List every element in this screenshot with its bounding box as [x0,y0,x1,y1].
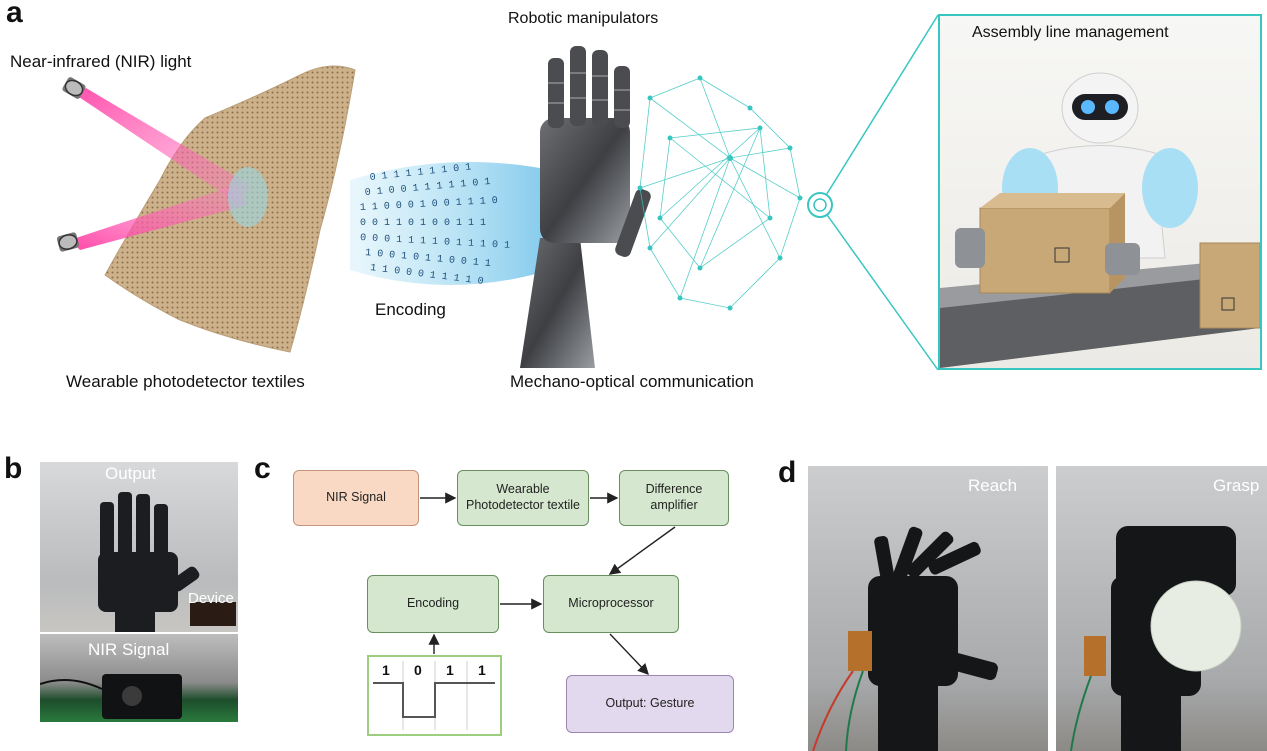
microprocessor-box-label: Microprocessor [568,596,654,611]
zoom-connector [807,14,939,371]
robotic-hand-illustration [520,46,803,368]
nir-signal-box-label: NIR Signal [326,490,386,505]
nir-beam-lower [70,185,248,250]
robotic-manipulators-label: Robotic manipulators [508,10,659,27]
photo-reach-label: Reach [968,476,1018,495]
textiles-label: Wearable photodetector textiles [66,372,305,391]
arrow-amplifier-to-microprocessor [608,526,676,575]
panel-letter-a: a [6,0,23,29]
panel-letter-c: c [254,452,271,485]
nir-beam-upper [76,88,250,205]
microprocessor-box: Microprocessor [543,575,679,633]
photo-nir-signal-label: NIR Signal [88,640,170,659]
binary-stream: 0 1 1 1 1 1 1 0 1 0 1 0 0 1 1 1 1 1 0 1 … [350,162,550,288]
bit-waveform [373,661,495,730]
photo-device-label: Device [188,590,234,607]
assembly-line-label: Assembly line management [972,24,1169,41]
cardboard-box [1199,242,1260,329]
encoding-box-label: Encoding [406,596,460,611]
robot-hand-reach [812,526,998,751]
textile-line1: Wearable [496,482,550,497]
textile-line2: Photodetector textile [466,498,580,512]
nir-lamp-lower [56,232,80,252]
panel-letter-d: d [778,456,797,489]
cardboard-box [979,207,1111,294]
output-gesture-box-label: Output: Gesture [605,696,695,711]
amplifier-line1: Difference [645,482,703,497]
grasped-ball [1150,580,1242,672]
communication-label: Mechano-optical communication [510,372,754,391]
nir-light-label: Near-infrared (NIR) light [10,52,192,71]
output-gesture-box: Output: Gesture [566,675,734,733]
nir-illustration [56,65,356,353]
panel-letter-b: b [4,452,23,485]
bit-label: 0 [414,662,422,678]
network-mesh [639,77,801,309]
target-circle-icon [807,192,833,218]
robot-palm [540,118,630,243]
bit-label: 1 [446,662,454,678]
nir-lamp-upper [62,77,86,99]
amplifier-line2: amplifier [650,498,698,512]
robot-hand-photo [98,492,236,632]
bit-label: 1 [478,662,486,678]
robot-assembly-illustration [940,72,1260,368]
photo-output-label: Output [105,464,157,483]
robot-hand-grasp [1070,526,1242,751]
nir-source-photo [40,674,182,719]
photo-grasp-label: Grasp [1213,476,1260,495]
flow-arrows [420,492,676,676]
binary-row: 0 0 1 1 0 1 0 0 1 1 1 [360,218,486,229]
bit-label: 1 [382,662,390,678]
nir-signal-box: NIR Signal [293,470,419,526]
encoding-box: Encoding [367,575,499,633]
arrow-microprocessor-to-output [609,633,649,676]
encoding-label: Encoding [375,300,446,319]
